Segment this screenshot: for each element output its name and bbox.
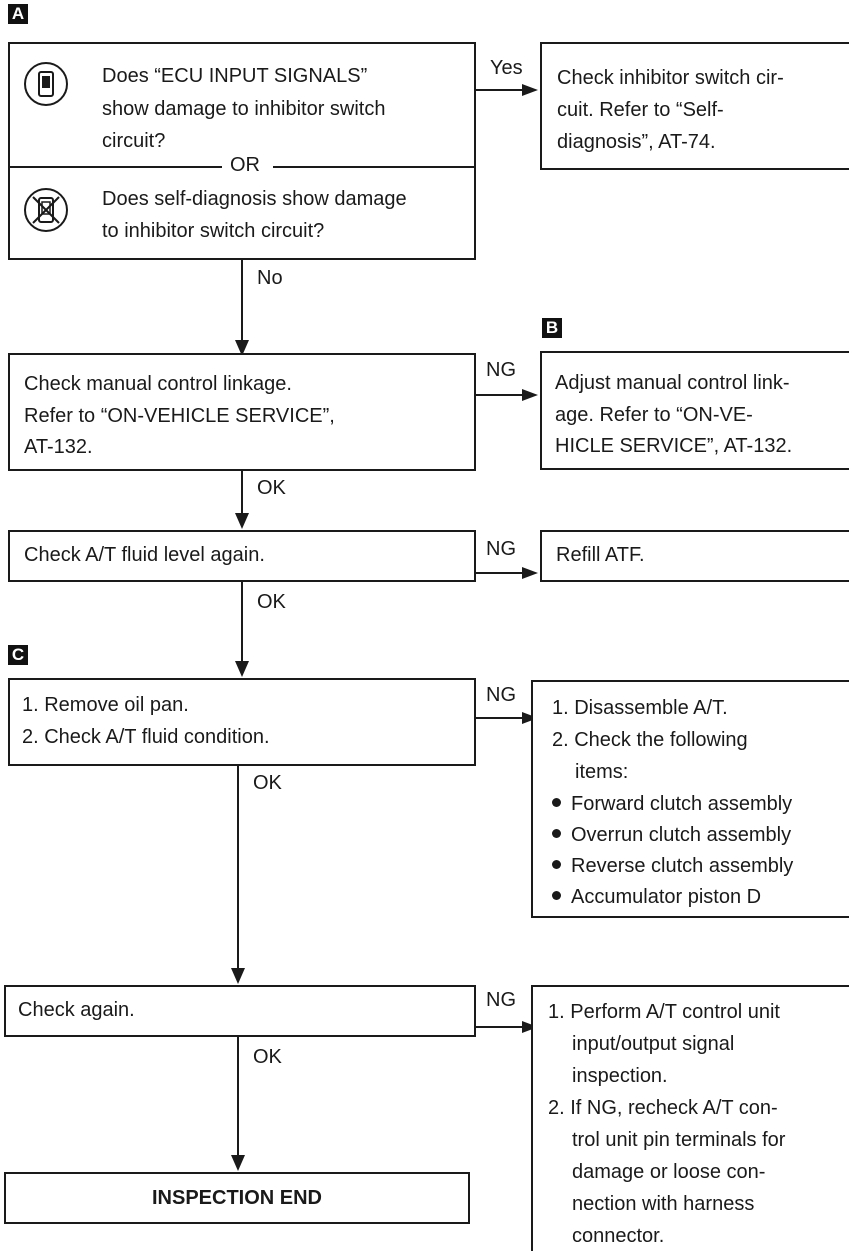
section-marker-b: B	[542, 318, 562, 338]
ok-connector-1	[241, 471, 243, 517]
perform-step-2-cont-3: nection with harness	[572, 1193, 755, 1215]
ok-connector-4	[237, 1037, 239, 1159]
check-again-ng-connector	[476, 1026, 524, 1028]
yes-result-line-3: diagnosis”, AT-74.	[557, 131, 716, 153]
question-1-line-3: circuit?	[102, 130, 166, 152]
ok-label-3: OK	[253, 772, 282, 794]
ok-arrow-2-icon	[235, 661, 249, 677]
adjust-linkage-box	[540, 351, 849, 470]
oil-pan-box	[8, 678, 476, 766]
section-marker-c: C	[8, 645, 28, 665]
question-2-line-2: to inhibitor switch circuit?	[102, 220, 325, 242]
yes-result-line-2: cuit. Refer to “Self-	[557, 99, 724, 121]
section-marker-a: A	[8, 4, 28, 24]
yes-arrow-icon	[522, 84, 538, 96]
check-item-forward-clutch: Forward clutch assembly	[552, 790, 792, 818]
adjust-linkage-line-3: HICLE SERVICE”, AT-132.	[555, 435, 793, 457]
perform-inspection-box	[531, 985, 849, 1251]
oil-pan-ng-label: NG	[486, 684, 516, 706]
check-item-overrun-clutch: Overrun clutch assembly	[552, 821, 791, 849]
bullet-icon	[552, 829, 561, 839]
ok-label-4: OK	[253, 1046, 282, 1068]
check-again-box	[4, 985, 476, 1037]
refill-atf-box	[540, 530, 849, 582]
inspection-end-box	[4, 1172, 470, 1224]
yes-result-box	[540, 42, 849, 170]
check-again-ng-label: NG	[486, 989, 516, 1011]
disassemble-box	[531, 680, 849, 918]
ok-arrow-1-icon	[235, 513, 249, 529]
bullet-icon	[552, 891, 561, 901]
bullet-icon	[552, 798, 561, 808]
check-item-text: Reverse clutch assembly	[571, 855, 794, 877]
yes-result-line-1: Check inhibitor switch cir-	[557, 67, 784, 89]
check-item-accumulator-piston: Accumulator piston D	[552, 883, 761, 911]
linkage-ng-arrow-icon	[522, 389, 538, 401]
perform-step-2-cont-2: damage or loose con-	[572, 1161, 766, 1183]
oil-pan-line-2: 2. Check A/T fluid condition.	[22, 726, 270, 748]
check-again-text: Check again.	[18, 999, 135, 1021]
oil-pan-ng-connector	[476, 717, 524, 719]
no-tester-icon	[24, 188, 68, 232]
or-label: OR	[230, 154, 260, 176]
refill-atf-text: Refill ATF.	[556, 544, 645, 566]
inspection-end-text: INSPECTION END	[151, 1187, 323, 1209]
fluid-level-box	[8, 530, 476, 582]
fluid-level-ng-label: NG	[486, 538, 516, 560]
question-1-line-2: show damage to inhibitor switch	[102, 98, 386, 120]
fluid-level-text: Check A/T fluid level again.	[24, 544, 265, 566]
oil-pan-line-1: 1. Remove oil pan.	[22, 694, 189, 716]
fluid-level-ng-arrow-icon	[522, 567, 538, 579]
check-linkage-line-2: Refer to “ON-VEHICLE SERVICE”,	[24, 405, 335, 427]
perform-step-1-cont-2: inspection.	[572, 1065, 668, 1087]
fluid-level-ng-connector	[476, 572, 524, 574]
disassemble-step-2: 2. Check the following	[552, 729, 748, 751]
yes-label: Yes	[490, 57, 523, 79]
perform-step-1: 1. Perform A/T control unit	[548, 1001, 780, 1023]
adjust-linkage-line-2: age. Refer to “ON-VE-	[555, 404, 753, 426]
no-arrow-icon	[235, 340, 249, 356]
ok-connector-2	[241, 582, 243, 665]
check-item-text: Overrun clutch assembly	[571, 824, 792, 846]
check-item-reverse-clutch: Reverse clutch assembly	[552, 852, 793, 880]
perform-step-2-cont-1: trol unit pin terminals for	[572, 1129, 786, 1151]
question-2-line-1: Does self-diagnosis show damage	[102, 188, 407, 210]
check-linkage-box	[8, 353, 476, 471]
adjust-linkage-line-1: Adjust manual control link-	[555, 372, 790, 394]
no-connector	[241, 260, 243, 342]
ok-arrow-3-icon	[231, 968, 245, 984]
question-1-line-1: Does “ECU INPUT SIGNALS”	[102, 65, 368, 87]
check-item-text: Forward clutch assembly	[571, 793, 793, 815]
ok-connector-3	[237, 766, 239, 972]
perform-step-2: 2. If NG, recheck A/T con-	[548, 1097, 778, 1119]
check-linkage-line-3: AT-132.	[24, 436, 93, 458]
ok-label-1: OK	[257, 477, 286, 499]
disassemble-step-1: 1. Disassemble A/T.	[552, 697, 728, 719]
disassemble-step-2-cont: items:	[575, 761, 629, 783]
perform-step-2-cont-4: connector.	[572, 1225, 665, 1247]
ok-label-2: OK	[257, 591, 286, 613]
bullet-icon	[552, 860, 561, 870]
no-label: No	[257, 267, 283, 289]
ok-arrow-4-icon	[231, 1155, 245, 1171]
linkage-ng-connector	[476, 394, 524, 396]
or-divider-left	[8, 166, 222, 168]
consult-tester-icon	[24, 62, 68, 106]
yes-connector	[476, 89, 524, 91]
check-linkage-line-1: Check manual control linkage.	[24, 373, 292, 395]
question-box-inhibitor-switch	[8, 42, 476, 260]
check-item-text: Accumulator piston D	[571, 886, 762, 908]
linkage-ng-label: NG	[486, 359, 516, 381]
perform-step-1-cont-1: input/output signal	[572, 1033, 735, 1055]
or-divider-right	[273, 166, 476, 168]
